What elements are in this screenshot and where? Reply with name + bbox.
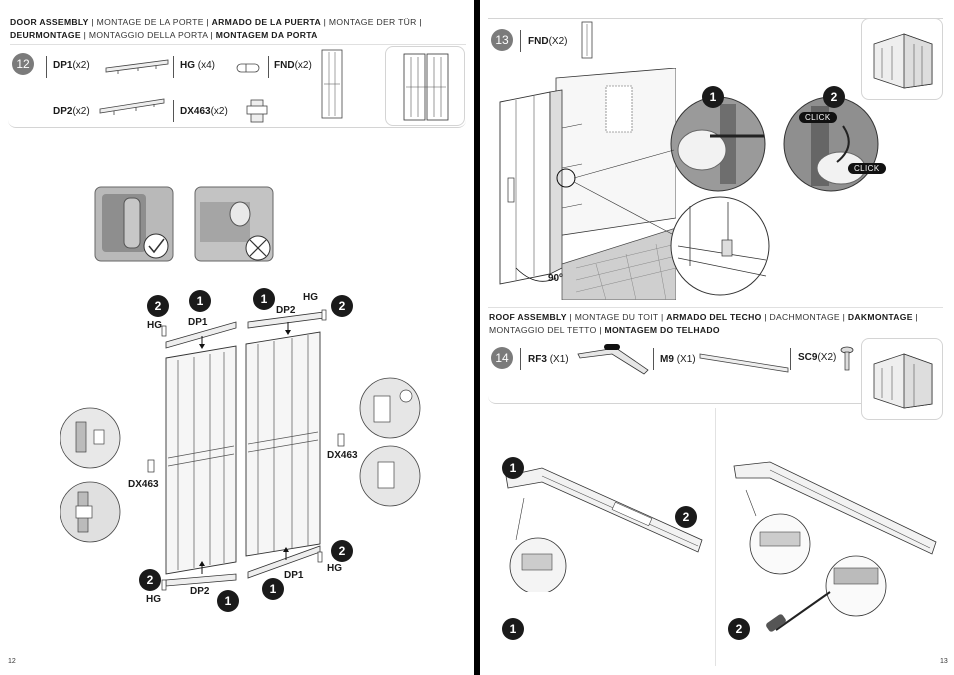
- fnd-part-icon: [321, 49, 343, 119]
- label-hg-top-right: HG: [303, 292, 318, 303]
- separator: [653, 348, 654, 370]
- label-dp2-bottom: DP2: [190, 586, 210, 597]
- separator: [520, 348, 521, 370]
- roof-assembly-title: ROOF ASSEMBLY | MONTAGE DU TOIT | ARMADO…: [489, 312, 919, 335]
- hinge-detail-circle: [670, 196, 770, 296]
- title-divider: [10, 44, 466, 45]
- callout-1-step14-bottom: 1: [502, 618, 524, 640]
- roof-beam-drawing-2: [733, 461, 937, 632]
- roof-title-divider: [488, 307, 943, 308]
- callout-2-top-left: 2: [147, 295, 169, 317]
- right-page: 13 FND(X2): [480, 0, 954, 675]
- step14-column-divider: [715, 408, 716, 666]
- dp2-part-icon: [99, 98, 165, 115]
- separator: [520, 30, 521, 52]
- leader-lines: [573, 149, 675, 235]
- label-dp1-top: DP1: [188, 317, 208, 328]
- book-spine: [474, 0, 480, 675]
- rf3-part-icon: [577, 344, 649, 375]
- part-rf3-label: RF3 (X1): [528, 354, 569, 365]
- callout-2-bottom-left: 2: [139, 569, 161, 591]
- part-dp1-label: DP1(x2): [53, 60, 90, 71]
- label-dx463-left: DX463: [128, 479, 159, 490]
- callout-1-bottom-right: 1: [262, 578, 284, 600]
- label-dx463-right: DX463: [327, 450, 358, 461]
- step-number-12: 12: [12, 53, 34, 75]
- shed-preview-icon-14: [873, 353, 933, 409]
- door-assembly-drawing: [60, 309, 421, 591]
- sc9-screw-icon: [840, 346, 854, 371]
- label-dp1-bottom: DP1: [284, 570, 304, 581]
- fnd-part-icon-13: [581, 21, 593, 59]
- separator: [46, 56, 47, 78]
- shed-preview-icon-13: [873, 33, 933, 89]
- step-number-13: 13: [491, 29, 513, 51]
- part-hg-label: HG (x4): [180, 60, 216, 71]
- callout-1-top-left: 1: [189, 290, 211, 312]
- incorrect-detail-image: [194, 186, 274, 262]
- separator: [173, 56, 174, 78]
- part-m9-label: M9 (X1): [660, 354, 696, 365]
- callout-1-top-right: 1: [253, 288, 275, 310]
- label-dp2-top: DP2: [276, 305, 296, 316]
- correct-detail-image: [94, 186, 174, 262]
- roof-beam-drawing-1: [505, 467, 703, 592]
- callout-2-step14-left: 2: [675, 506, 697, 528]
- label-hg-top-left: HG: [147, 320, 162, 331]
- dx463-part-icon: [246, 99, 268, 123]
- part-fnd-label: FND(x2): [274, 60, 312, 71]
- door-assembly-title: DOOR ASSEMBLY | MONTAGE DE LA PORTE | AR…: [10, 17, 422, 40]
- part-dx463-label: DX463(x2): [180, 106, 228, 117]
- callout-2-top-right: 2: [331, 295, 353, 317]
- angle-90-label: 90º: [548, 273, 563, 284]
- callout-1-step14-left: 1: [502, 457, 524, 479]
- part-fnd-label-13: FND(X2): [528, 36, 568, 47]
- click-label-top: CLICK: [799, 112, 837, 123]
- hand-detail-circle-1: [670, 96, 766, 192]
- hg-part-icon: [236, 63, 260, 73]
- callout-1-bottom-left: 1: [217, 590, 239, 612]
- page-number-left: 12: [8, 658, 16, 665]
- part-dp2-label: DP2(x2): [53, 106, 90, 117]
- callout-2-step13: 2: [823, 86, 845, 108]
- page-number-right: 13: [940, 658, 948, 665]
- separator: [173, 100, 174, 122]
- step-number-14: 14: [491, 347, 513, 369]
- callout-1-step13: 1: [702, 86, 724, 108]
- assembled-doors-icon: [403, 53, 449, 121]
- part-sc9-label: SC9(X2): [798, 352, 837, 363]
- left-page: DOOR ASSEMBLY | MONTAGE DE LA PORTE | AR…: [0, 0, 474, 675]
- click-label-bottom: CLICK: [848, 163, 886, 174]
- separator: [268, 56, 269, 78]
- dp1-part-icon: [105, 59, 169, 74]
- separator: [790, 348, 791, 370]
- m9-part-icon: [699, 353, 789, 373]
- callout-2-step14-bottom: 2: [728, 618, 750, 640]
- label-hg-bottom-right: HG: [327, 563, 342, 574]
- callout-2-bottom-right: 2: [331, 540, 353, 562]
- door-install-drawing: [499, 68, 676, 300]
- hand-detail-circle-2: [783, 96, 879, 192]
- label-hg-bottom-left: HG: [146, 594, 161, 605]
